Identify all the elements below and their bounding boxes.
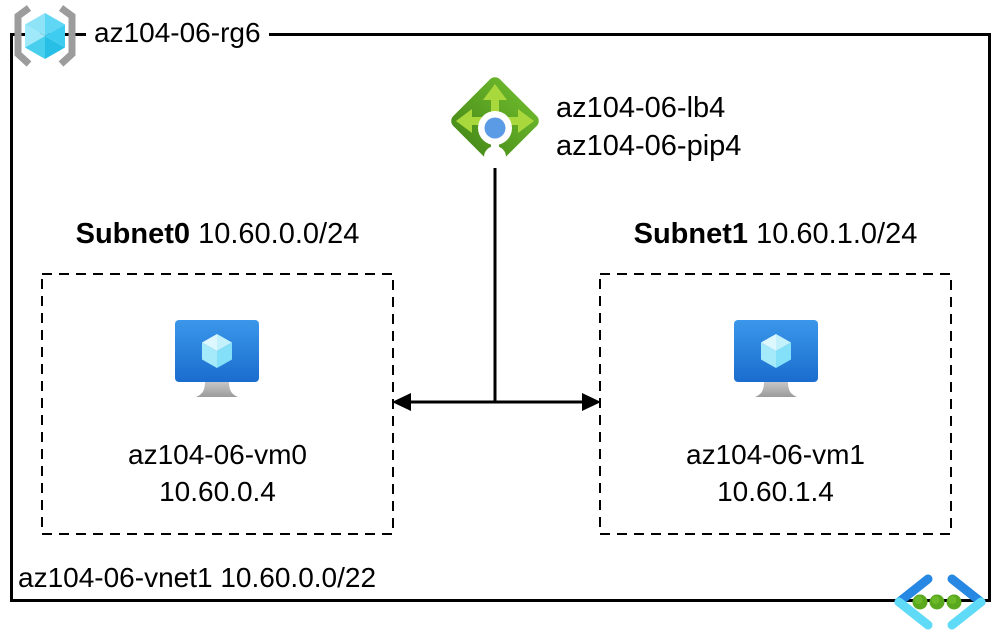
subnet0-cidr: 10.60.0.0/24	[198, 218, 360, 250]
vnet-chevrons	[894, 574, 986, 630]
vm1-name: az104-06-vm1	[686, 439, 865, 470]
subnet0-name: Subnet0	[75, 218, 191, 250]
virtual-machine-icon	[731, 315, 821, 403]
vm1-ip: 10.60.1.4	[717, 476, 834, 507]
subnet1-label: Subnet1 10.60.1.0/24	[599, 215, 952, 253]
vnet-label: az104-06-vnet1 10.60.0.0/22	[18, 561, 376, 595]
vnet-name: az104-06-vnet1	[18, 562, 213, 593]
cube-glyph	[25, 13, 65, 59]
resource-group-label: az104-06-rg6	[86, 14, 269, 52]
vnet-cidr: 10.60.0.0/22	[220, 562, 377, 593]
bracket-left	[14, 5, 32, 67]
load-balancer-labels: az104-06-lb4 az104-06-pip4	[556, 89, 741, 165]
load-balancer-icon	[440, 68, 550, 178]
subnet1-cidr: 10.60.1.0/24	[756, 218, 918, 250]
vm-cube-glyph	[202, 334, 232, 368]
public-ip-name: az104-06-pip4	[556, 130, 742, 162]
bracket-right	[58, 5, 76, 67]
resource-group-icon	[6, 4, 84, 68]
virtual-network-icon	[892, 572, 988, 634]
resource-group-boundary	[10, 33, 991, 602]
resource-group-name: az104-06-rg6	[94, 17, 261, 48]
vm-stand	[755, 381, 797, 397]
load-balancer-name: az104-06-lb4	[556, 92, 726, 124]
vm0-ip: 10.60.0.4	[159, 476, 276, 507]
vm1-label: az104-06-vm1 10.60.1.4	[599, 436, 952, 510]
lb-keyhole	[478, 111, 512, 168]
subnet0-label: Subnet0 10.60.0.0/24	[41, 215, 394, 253]
subnet1-name: Subnet1	[633, 218, 749, 250]
vm0-label: az104-06-vm0 10.60.0.4	[41, 436, 394, 510]
virtual-machine-icon	[172, 315, 262, 403]
vm-cube-glyph	[761, 334, 791, 368]
vnet-dots	[912, 594, 962, 610]
vm0-name: az104-06-vm0	[128, 439, 307, 470]
vm-stand	[196, 381, 238, 397]
